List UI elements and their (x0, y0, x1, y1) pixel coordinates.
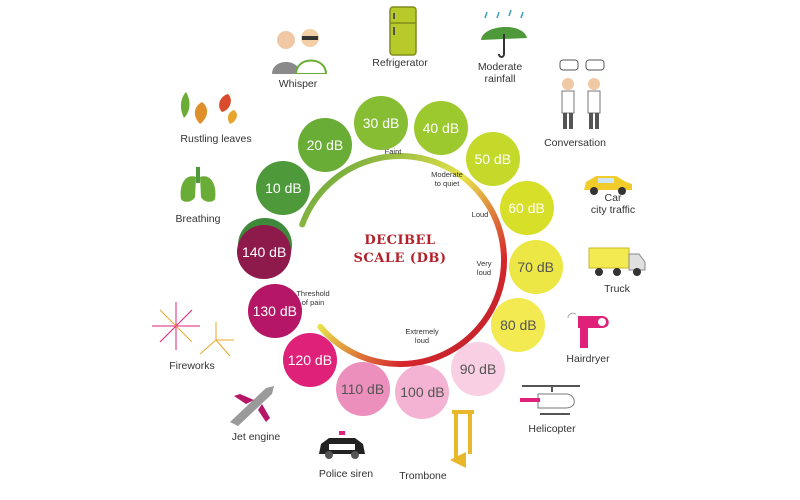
fireworks-icon (152, 302, 234, 357)
leaves-icon (180, 92, 237, 124)
hairdryer-icon (567, 312, 609, 348)
trombone-icon (450, 410, 474, 468)
level-circle-30db: 30 dB (354, 96, 409, 151)
level-circle-110db: 110 dB (335, 361, 390, 416)
source-label-120db: Police siren (318, 468, 374, 480)
source-label-140db: Fireworks (169, 360, 215, 372)
title-line-2: SCALE (DB) (353, 251, 447, 266)
source-label-100db: Helicopter (528, 423, 576, 435)
jet-icon (230, 386, 274, 426)
diagram-title: DECIBEL SCALE (DB) (330, 232, 470, 268)
source-label-90db: Hairdryer (566, 353, 610, 365)
helicopter-icon (520, 385, 580, 415)
level-circle-10db: 10 dB (256, 160, 311, 215)
source-label-20db: Rustling leaves (180, 133, 252, 145)
zone-label-faint: Faint (384, 147, 402, 156)
source-label-30db: Whisper (278, 78, 318, 90)
level-circle-130db: 130 dB (247, 284, 302, 339)
umbrella-rain-icon (481, 10, 527, 58)
refrigerator-icon (389, 6, 417, 56)
lungs-icon (180, 167, 216, 202)
zone-label-threshold-of-pain: Threshold of pain (296, 289, 330, 307)
level-circle-100db: 100 dB (395, 365, 450, 420)
level-circle-120db: 120 dB (282, 332, 337, 387)
source-label-50db: Moderate rainfall (477, 61, 523, 85)
level-circle-70db: 70 dB (508, 240, 563, 295)
source-label-40db: Refrigerator (372, 57, 428, 69)
zone-label-very-loud: Very loud (476, 259, 492, 277)
source-label-60db: Conversation (544, 137, 606, 149)
level-circle-90db: 90 dB (451, 342, 505, 397)
zone-label-extremely-loud: Extremely loud (405, 327, 439, 345)
level-circle-20db: 20 dB (297, 117, 352, 172)
level-circle-40db: 40 dB (413, 101, 468, 156)
title-line-1: DECIBEL (364, 233, 436, 248)
source-label-130db: Jet engine (231, 431, 281, 443)
level-circle-60db: 60 dB (499, 181, 554, 236)
level-circle-50db: 50 dB (465, 131, 520, 186)
conversation-people-icon (559, 59, 605, 129)
level-circle-80db: 80 dB (491, 297, 546, 352)
level-circle-140db: 140 dB (237, 225, 292, 280)
zone-label-loud: Loud (471, 210, 489, 219)
car-icon (584, 176, 632, 195)
whisper-people-icon (272, 29, 328, 74)
decibel-arc-path (299, 153, 507, 367)
source-label-10db: Breathing (175, 213, 221, 225)
source-label-80db: Truck (604, 283, 630, 295)
source-label-110db: Trombone (399, 470, 447, 482)
truck-icon (588, 247, 646, 276)
zone-label-moderate: Moderate to quiet (431, 170, 463, 188)
police-car-icon (319, 431, 365, 459)
source-label-70db: Car city traffic (590, 192, 636, 216)
